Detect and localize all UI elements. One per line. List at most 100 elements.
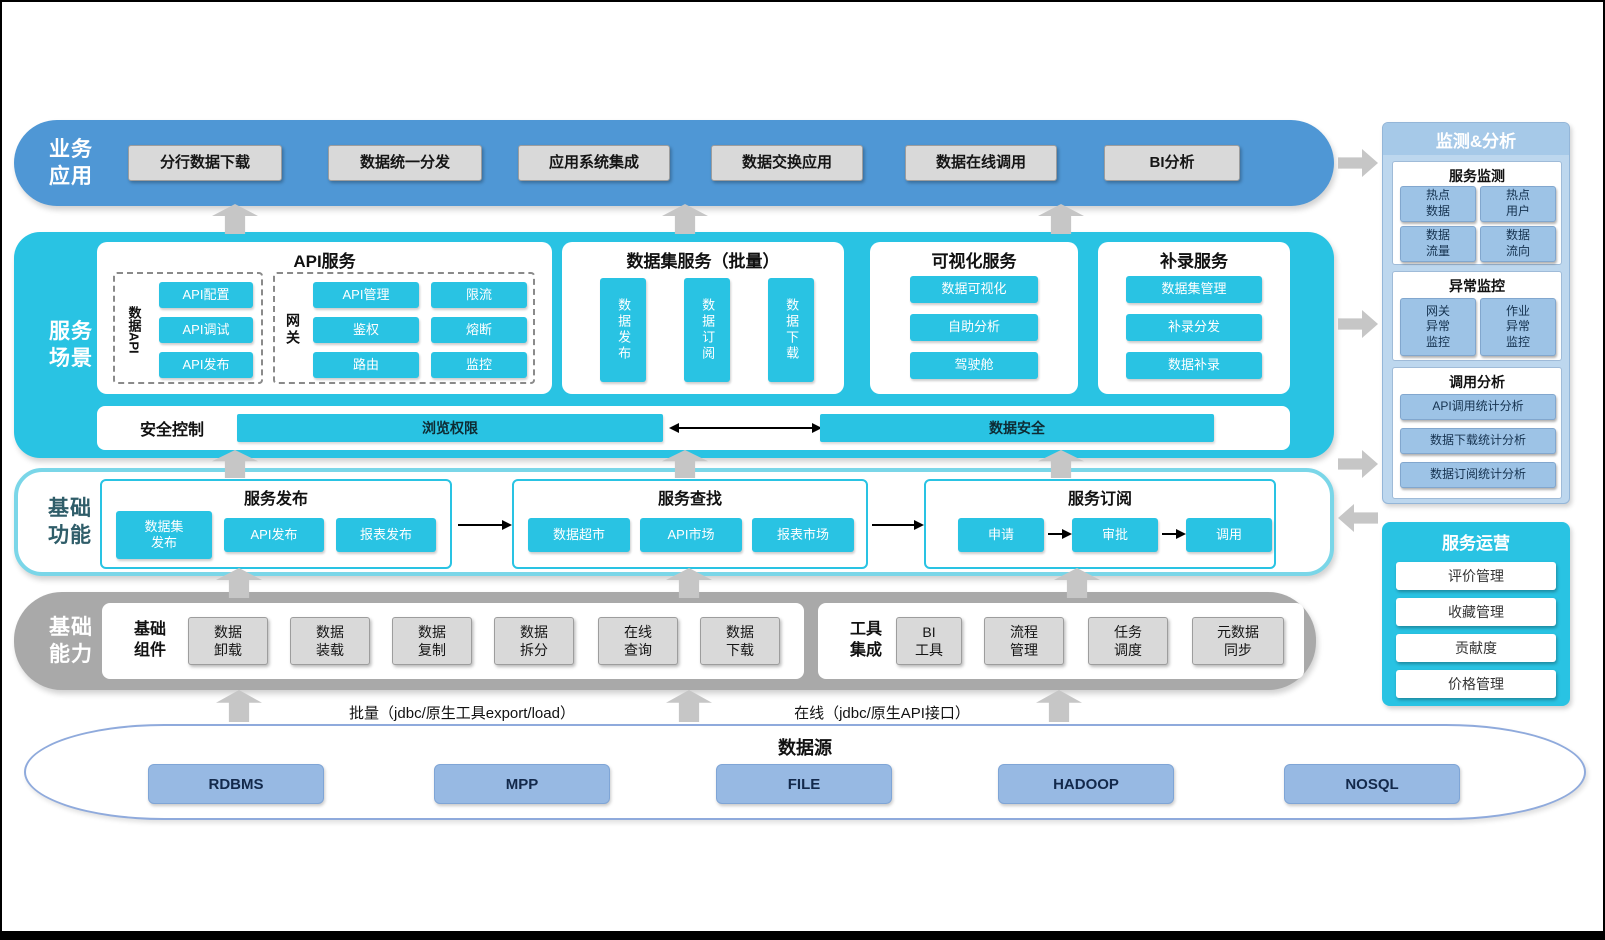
gateway-group: 网关 API管理 限流 鉴权 熔断 路由 监控	[273, 272, 535, 384]
operations-item: 收藏管理	[1396, 598, 1556, 626]
dataset-item: 数据发布	[600, 278, 646, 382]
analysis-item: 数据下载统计分析	[1400, 428, 1556, 454]
data-api-group-label: 数据API	[126, 306, 142, 354]
foundation-function-layer: 基础 功能 服务发布 数据集 发布 API发布 报表发布 服务查找 数据超市 A…	[14, 468, 1334, 576]
business-app-item: 分行数据下载	[128, 145, 282, 181]
base-components-label: 基础 组件	[133, 621, 166, 659]
component-item: 在线 查询	[598, 617, 678, 665]
exception-item: 网关 异常 监控	[1400, 298, 1476, 356]
api-service-title: API服务	[293, 252, 356, 271]
component-item: 数据 复制	[392, 617, 472, 665]
up-arrow-icon	[212, 204, 258, 234]
api-config-button: API配置	[159, 282, 253, 308]
monitoring-analysis-panel: 监测&分析 服务监测 热点 数据 热点 用户 数据 流量 数据 流向 异常监控 …	[1382, 122, 1570, 504]
datasource-item: HADOOP	[998, 764, 1174, 804]
up-arrow-icon	[216, 690, 262, 722]
gateway-item: 限流	[431, 282, 527, 308]
exception-item: 作业 异常 监控	[1480, 298, 1556, 356]
subscribe-step: 申请	[958, 518, 1044, 552]
business-app-item: 数据在线调用	[905, 145, 1057, 181]
business-app-item: 数据交换应用	[711, 145, 863, 181]
service-scene-layer-label: 服务 场景	[49, 319, 93, 370]
monitor-item: 数据 流量	[1400, 226, 1476, 262]
tool-item: 流程 管理	[984, 617, 1064, 665]
flow-arrow-icon	[458, 520, 512, 530]
dataset-item: 数据下载	[768, 278, 814, 382]
visualization-item: 驾驶舱	[910, 352, 1038, 379]
operations-item: 贡献度	[1396, 634, 1556, 662]
gateway-item: API管理	[313, 282, 419, 308]
api-debug-button: API调试	[159, 317, 253, 343]
api-service-card: API服务 数据API API配置 API调试 API发布 网关 API管理 限…	[97, 242, 552, 394]
visualization-item: 数据可视化	[910, 276, 1038, 303]
datasource-item: NOSQL	[1284, 764, 1460, 804]
dataset-service-title: 数据集服务（批量）	[626, 252, 780, 271]
browse-permission-bar: 浏览权限	[237, 414, 663, 442]
security-control-label: 安全控制	[139, 422, 204, 439]
batch-ingest-label: 批量（jdbc/原生工具export/load）	[349, 705, 575, 722]
exception-monitor-title: 异常监控	[1449, 278, 1505, 294]
tool-integration-card: 工具 集成 BI 工具 流程 管理 任务 调度 元数据 同步	[818, 603, 1304, 679]
flow-arrow-icon	[872, 520, 924, 530]
service-subscribe-title: 服务订阅	[1067, 491, 1132, 508]
service-search-title: 服务查找	[657, 491, 722, 508]
right-arrow-icon	[1338, 149, 1378, 177]
supplement-item: 数据补录	[1126, 352, 1262, 379]
foundation-function-label: 基础 功能	[48, 496, 92, 547]
dataset-item: 数据订阅	[684, 278, 730, 382]
up-arrow-icon	[1038, 204, 1084, 234]
visualization-item: 自助分析	[910, 314, 1038, 341]
service-monitor-section: 服务监测 热点 数据 热点 用户 数据 流量 数据 流向	[1392, 161, 1562, 265]
service-subscribe-card: 服务订阅 申请 审批 调用	[924, 479, 1276, 569]
analysis-item: API调用统计分析	[1400, 394, 1556, 420]
monitoring-panel-title: 监测&分析	[1383, 123, 1569, 155]
tool-item: 任务 调度	[1088, 617, 1168, 665]
business-app-item: 数据统一分发	[328, 145, 482, 181]
business-app-item: 应用系统集成	[518, 145, 670, 181]
basic-capability-layer: 基础 能力 基础 组件 数据 卸载 数据 装载 数据 复制 数据 拆分 在线 查…	[14, 592, 1316, 690]
gateway-group-label: 网关	[285, 313, 301, 347]
gateway-item: 熔断	[431, 317, 527, 343]
flow-arrow-icon	[1162, 529, 1186, 539]
datasource-item: FILE	[716, 764, 892, 804]
supplement-item: 补录分发	[1126, 314, 1262, 341]
tool-integration-label: 工具 集成	[849, 621, 882, 659]
datasource-item: RDBMS	[148, 764, 324, 804]
monitor-item: 热点 用户	[1480, 186, 1556, 222]
tool-item: 元数据 同步	[1192, 617, 1284, 665]
api-publish-button: API发布	[159, 352, 253, 378]
datasource-title: 数据源	[778, 738, 832, 758]
tool-item: BI 工具	[896, 617, 962, 665]
service-operations-title: 服务运营	[1442, 534, 1510, 553]
search-item: 报表市场	[752, 518, 854, 552]
gateway-item: 鉴权	[313, 317, 419, 343]
business-layer-label: 业务 应用	[49, 137, 93, 188]
visualization-service-card: 可视化服务 数据可视化 自助分析 驾驶舱	[870, 242, 1078, 394]
search-item: API市场	[640, 518, 742, 552]
call-analysis-section: 调用分析 API调用统计分析 数据下载统计分析 数据订阅统计分析	[1392, 367, 1562, 499]
component-item: 数据 装载	[290, 617, 370, 665]
service-scene-layer: 服务 场景 API服务 数据API API配置 API调试 API发布 网关 A…	[14, 232, 1334, 458]
data-api-group: 数据API API配置 API调试 API发布	[113, 272, 263, 384]
search-item: 数据超市	[528, 518, 630, 552]
supplement-item: 数据集管理	[1126, 276, 1262, 303]
publish-item: API发布	[224, 518, 324, 552]
business-app-item: BI分析	[1104, 145, 1240, 181]
visualization-service-title: 可视化服务	[931, 252, 1017, 271]
datasource-container: 数据源 RDBMS MPP FILE HADOOP NOSQL	[24, 724, 1586, 820]
component-item: 数据 卸载	[188, 617, 268, 665]
operations-item: 评价管理	[1396, 562, 1556, 590]
basic-capability-label: 基础 能力	[49, 615, 93, 666]
data-safety-bar: 数据安全	[820, 414, 1214, 442]
up-arrow-icon	[666, 690, 712, 722]
security-control-bar: 安全控制 浏览权限 数据安全	[97, 406, 1290, 450]
up-arrow-icon	[1036, 690, 1082, 722]
supplement-service-card: 补录服务 数据集管理 补录分发 数据补录	[1098, 242, 1290, 394]
up-arrow-icon	[662, 204, 708, 234]
right-arrow-icon	[1338, 310, 1378, 338]
service-monitor-title: 服务监测	[1449, 168, 1505, 184]
datasource-item: MPP	[434, 764, 610, 804]
call-analysis-title: 调用分析	[1449, 374, 1505, 390]
service-operations-panel: 服务运营 评价管理 收藏管理 贡献度 价格管理	[1382, 522, 1570, 706]
